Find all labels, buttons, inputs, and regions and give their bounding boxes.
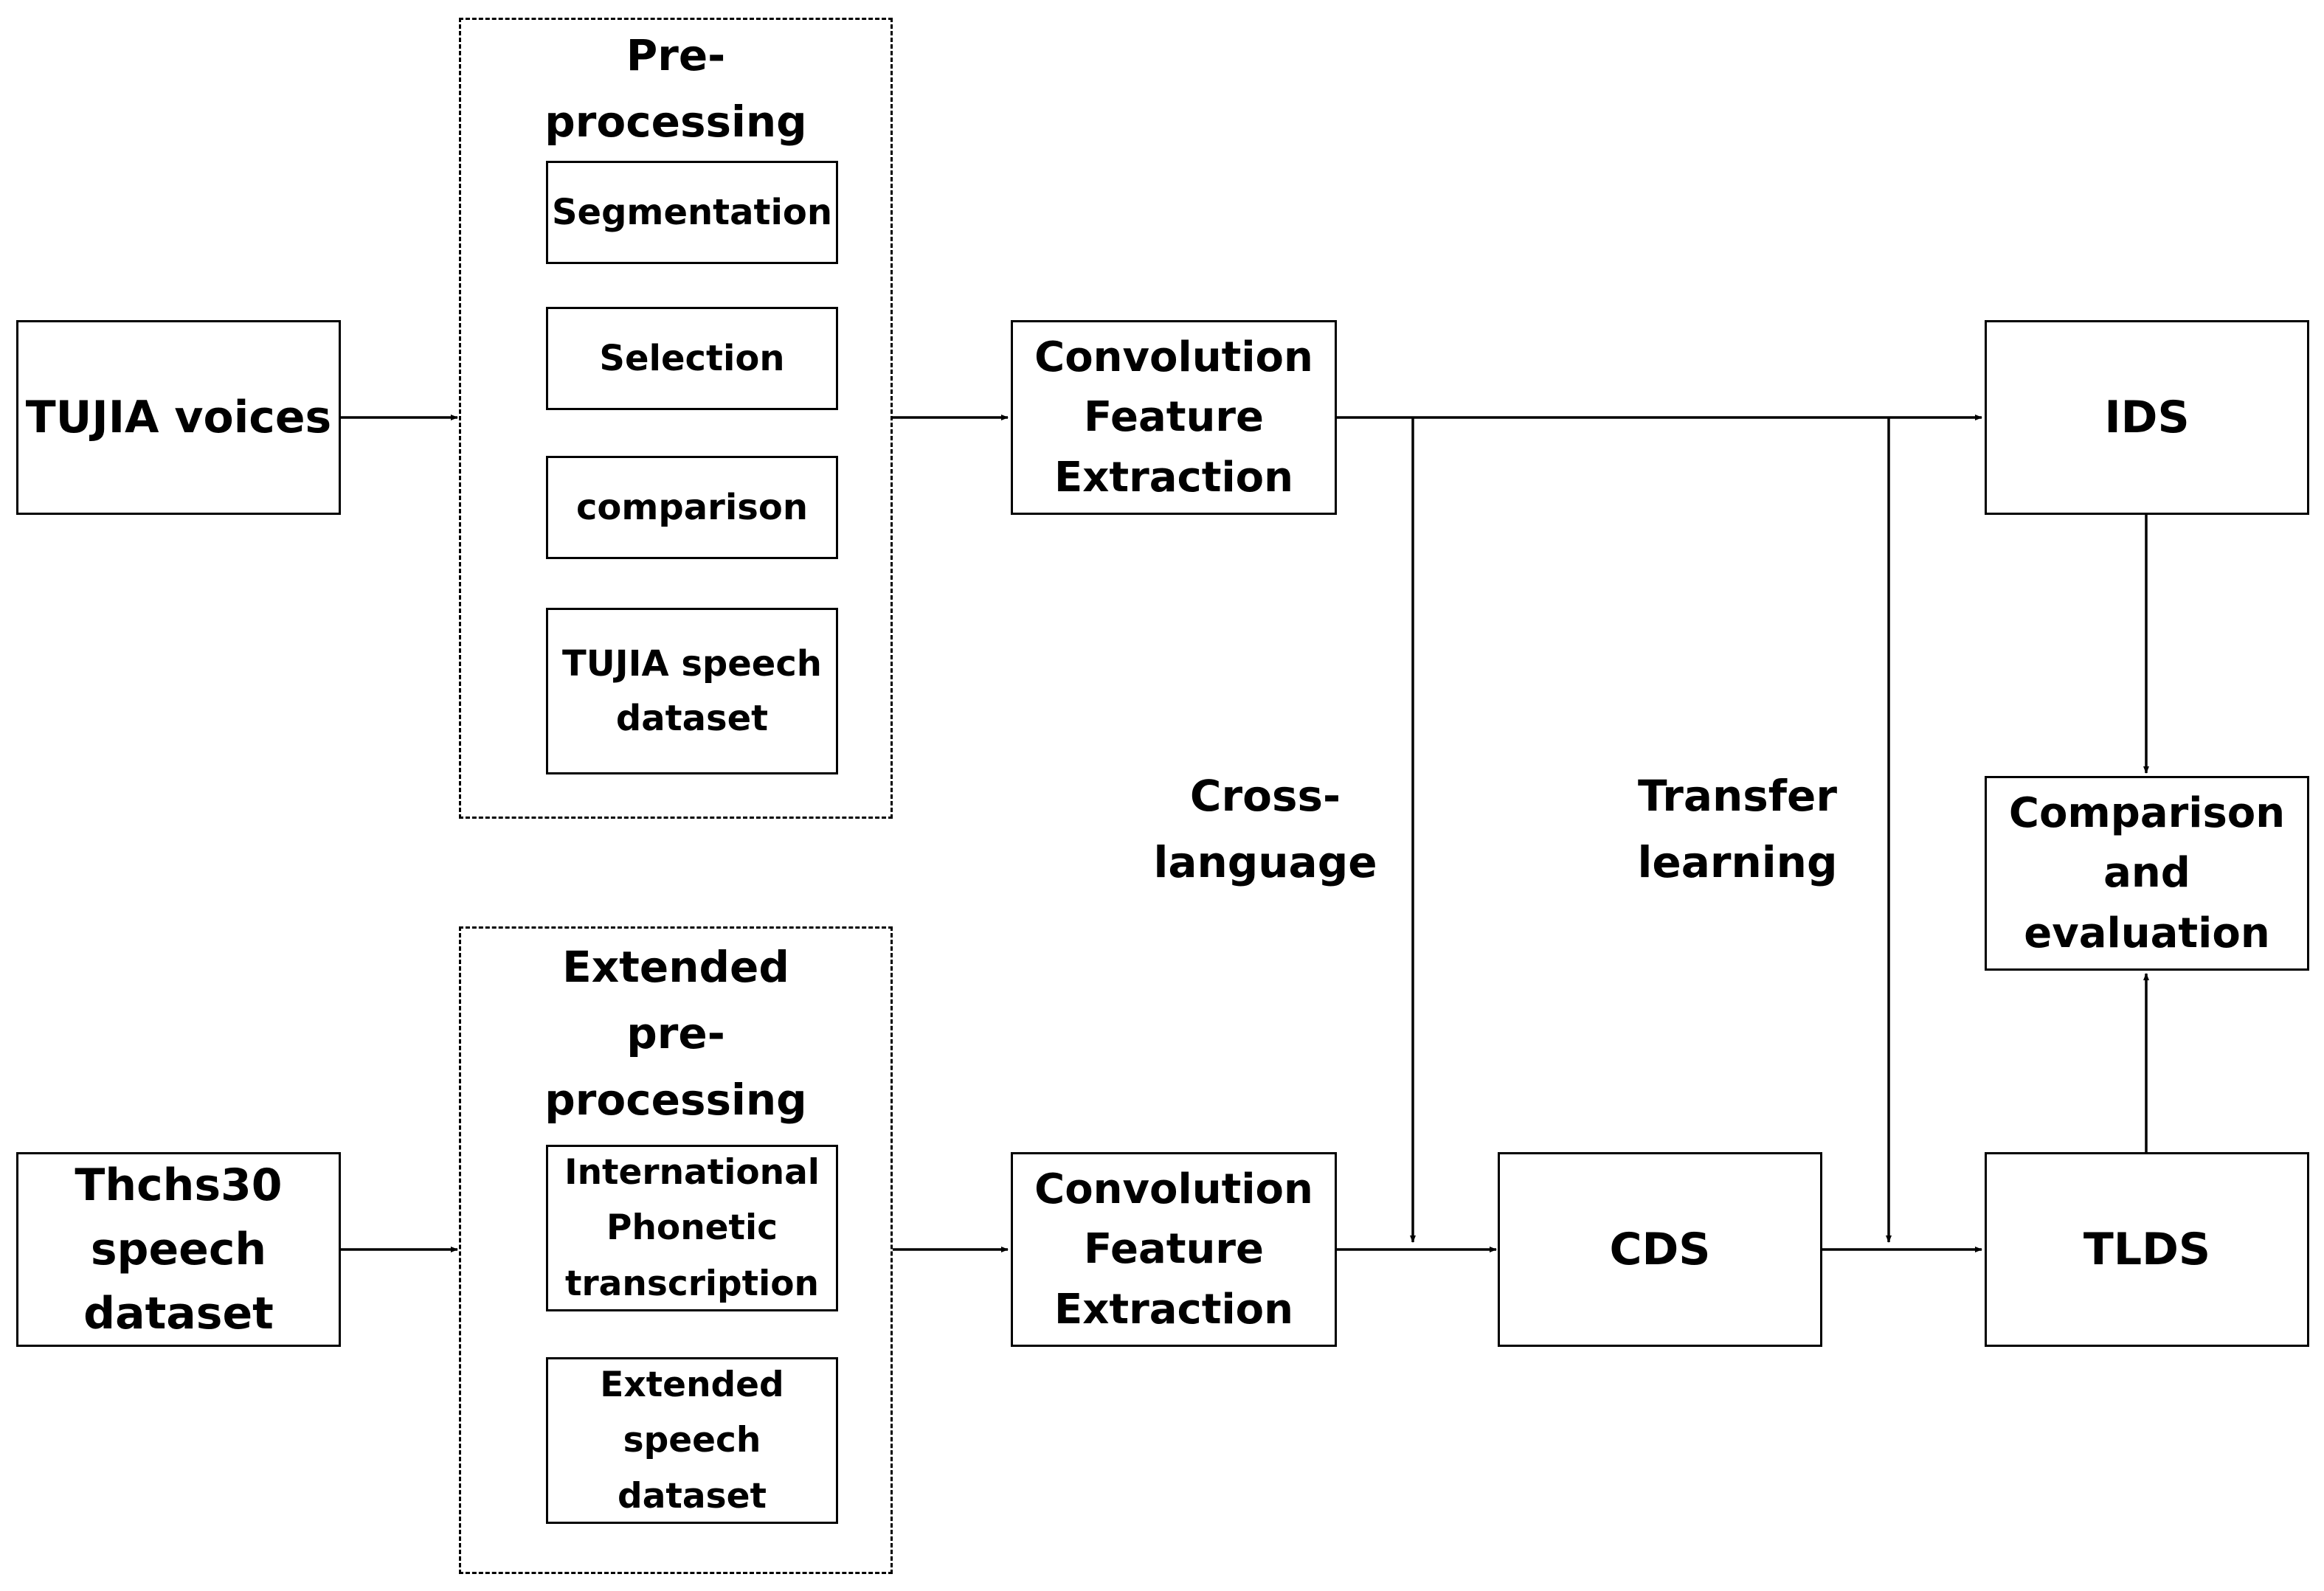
thchs30-label: Thchs30 speech dataset bbox=[75, 1159, 283, 1339]
feature-extraction-top-label: Convolution Feature Extraction bbox=[1034, 333, 1313, 502]
step-selection: Selection bbox=[546, 307, 838, 410]
tujia-voices-label: TUJIA voices bbox=[25, 391, 332, 443]
cds-box: CDS bbox=[1498, 1152, 1822, 1347]
step-segmentation-label: Segmentation bbox=[551, 191, 833, 233]
transfer-learning-label: Transfer learning bbox=[1637, 771, 1838, 887]
ids-label: IDS bbox=[2104, 391, 2190, 443]
step-tujia-dataset-label: TUJIA speech dataset bbox=[562, 642, 822, 739]
step-extended-dataset-label: Extended speech dataset bbox=[600, 1365, 784, 1517]
preprocessing-title: Pre- processing bbox=[544, 30, 807, 147]
feature-extraction-bottom-label: Convolution Feature Extraction bbox=[1034, 1165, 1313, 1334]
ids-box: IDS bbox=[1985, 320, 2309, 515]
cds-label: CDS bbox=[1609, 1223, 1711, 1275]
evaluation-box: Comparison and evaluation bbox=[1985, 776, 2309, 971]
step-extended-dataset: Extended speech dataset bbox=[546, 1357, 838, 1524]
cross-language-label: Cross- language bbox=[1153, 771, 1377, 887]
step-selection-label: Selection bbox=[599, 337, 785, 379]
feature-extraction-bottom-box: Convolution Feature Extraction bbox=[1011, 1152, 1337, 1347]
extended-preprocessing-group bbox=[459, 926, 893, 1574]
evaluation-label: Comparison and evaluation bbox=[2008, 789, 2286, 957]
step-phonetic-transcription-label: International Phonetic transcription bbox=[564, 1152, 820, 1304]
step-tujia-dataset: TUJIA speech dataset bbox=[546, 608, 838, 774]
extended-preprocessing-title: Extended pre- processing bbox=[544, 942, 807, 1125]
preprocessing-group bbox=[459, 18, 893, 819]
feature-extraction-top-box: Convolution Feature Extraction bbox=[1011, 320, 1337, 515]
tlds-box: TLDS bbox=[1985, 1152, 2309, 1347]
thchs30-box: Thchs30 speech dataset bbox=[16, 1152, 341, 1347]
step-phonetic-transcription: International Phonetic transcription bbox=[546, 1145, 838, 1311]
tujia-voices-box: TUJIA voices bbox=[16, 320, 341, 515]
step-comparison-label: comparison bbox=[575, 486, 809, 528]
step-comparison: comparison bbox=[546, 456, 838, 559]
step-segmentation: Segmentation bbox=[546, 161, 838, 264]
tlds-label: TLDS bbox=[2083, 1223, 2211, 1275]
